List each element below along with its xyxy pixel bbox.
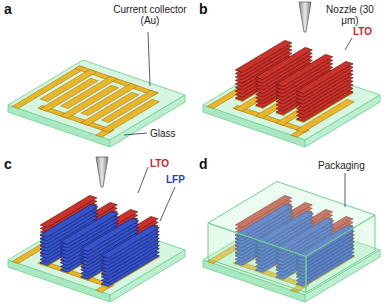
panel-c-art: [8, 157, 185, 302]
part-label: Current collector (Au): [112, 4, 188, 26]
part-label: Packaging: [318, 160, 365, 171]
part-label: Glass: [150, 128, 176, 139]
panel-d-art: [203, 173, 380, 302]
panel-letter: a: [4, 2, 12, 17]
material-label: LFP: [166, 174, 185, 185]
panel-a-art: [8, 32, 185, 147]
material-label: LTO: [150, 158, 169, 169]
material-label: LTO: [353, 26, 372, 37]
part-label: Nozzle (30 μm): [318, 4, 382, 26]
panel-letter: c: [4, 157, 12, 172]
panel-letter: d: [199, 157, 208, 172]
panel-letter: b: [199, 2, 208, 17]
